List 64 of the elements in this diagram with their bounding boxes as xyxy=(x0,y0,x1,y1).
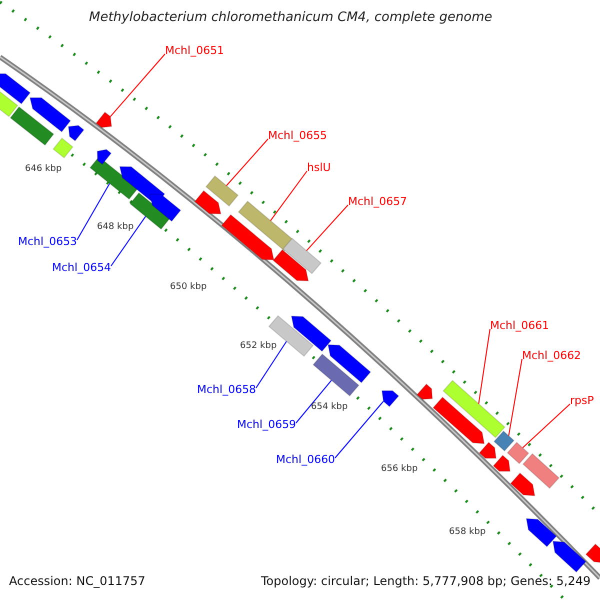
gene-block xyxy=(68,124,84,142)
gene-label: Mchl_0662 xyxy=(522,350,582,361)
gene-block xyxy=(205,175,239,207)
gene-block xyxy=(0,73,31,104)
scale-label: 650 kbp xyxy=(170,283,207,292)
gene-block xyxy=(492,454,511,472)
leader-line xyxy=(76,182,110,240)
gene-block xyxy=(506,442,530,464)
gene-block xyxy=(442,380,506,438)
gene-block xyxy=(0,88,18,118)
gene-label: Mchl_0660 xyxy=(276,454,336,465)
gene-block xyxy=(29,97,72,132)
gene-label: Mchl_0653 xyxy=(18,236,78,247)
gene-block xyxy=(416,383,433,400)
genome-title: Methylobacterium chloromethanicum CM4, complete genome xyxy=(89,11,492,24)
leader-line xyxy=(110,54,166,118)
gene-block xyxy=(526,518,557,548)
leader-line xyxy=(226,138,268,186)
gene-block xyxy=(96,112,112,128)
leader-line xyxy=(256,340,287,388)
gene-label: hslU xyxy=(307,162,331,173)
gene-block xyxy=(10,106,54,146)
gene-block xyxy=(96,148,112,165)
gene-label: Mchl_0651 xyxy=(165,45,224,56)
accession-text: Accession: NC_011757 xyxy=(9,575,146,587)
leader-line xyxy=(522,404,570,448)
leader-line xyxy=(478,328,490,404)
gene-label: Mchl_0658 xyxy=(197,384,256,395)
gene-block xyxy=(327,344,372,384)
leader-line xyxy=(306,204,348,252)
gene-block xyxy=(522,453,560,489)
gene-label: rpsP xyxy=(570,395,594,406)
gene-block xyxy=(149,194,182,222)
gene-label: Mchl_0659 xyxy=(237,419,296,430)
scale-label: 648 kbp xyxy=(97,223,134,232)
leader-line xyxy=(270,170,308,222)
gene-label: Mchl_0655 xyxy=(268,130,328,141)
scale-label: 656 kbp xyxy=(381,465,418,474)
gene-label: Mchl_0661 xyxy=(490,320,550,331)
gene-block xyxy=(282,238,322,274)
gene-block xyxy=(290,316,332,352)
gene-block xyxy=(478,442,497,459)
gene-block xyxy=(221,214,274,260)
gene-block xyxy=(312,353,360,397)
gene-block xyxy=(52,138,74,158)
scale-label: 658 kbp xyxy=(449,528,486,537)
scale-label: 654 kbp xyxy=(311,403,348,412)
gene-block xyxy=(493,430,515,452)
gene-block xyxy=(381,390,400,408)
genome-stats-text: Topology: circular; Length: 5,777,908 bp; Genes: 5,249 xyxy=(261,575,591,587)
gene-block xyxy=(432,396,485,444)
gene-block xyxy=(194,190,222,214)
leader-line xyxy=(508,358,522,436)
scale-label: 646 kbp xyxy=(25,165,62,174)
gene-block xyxy=(552,540,586,573)
leader-line xyxy=(296,380,332,424)
scale-label: 652 kbp xyxy=(240,342,277,351)
gene-label: Mchl_0654 xyxy=(52,262,112,273)
leader-line xyxy=(334,400,384,458)
gene-block xyxy=(510,472,536,496)
leader-line xyxy=(110,216,146,266)
gene-block xyxy=(238,200,294,252)
gene-block xyxy=(272,249,309,282)
gene-label: Mchl_0657 xyxy=(348,196,408,207)
